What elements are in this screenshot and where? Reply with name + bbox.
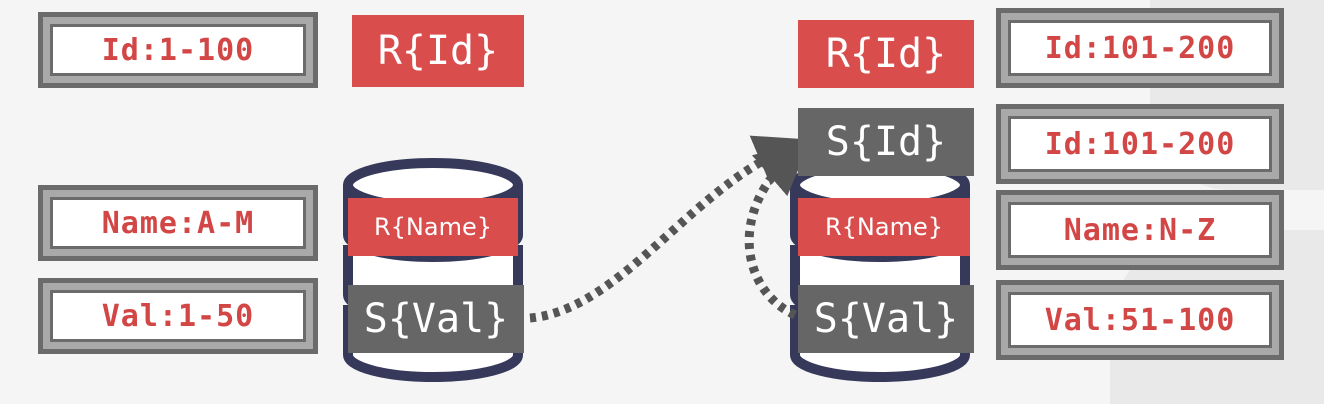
right-range-id-primary-label: Id:101-200: [1008, 20, 1272, 76]
left-range-val: Val:1-50: [38, 278, 318, 354]
right-range-val: Val:51-100: [996, 280, 1284, 360]
left-range-id: Id:1-100: [38, 12, 318, 88]
right-range-val-label: Val:51-100: [1008, 292, 1272, 348]
left-range-name-label: Name:A-M: [50, 197, 306, 249]
right-range-id-secondary: Id:101-200: [996, 104, 1284, 184]
right-replica-s-val: S{Val}: [798, 285, 974, 353]
right-range-id-secondary-label: Id:101-200: [1008, 116, 1272, 172]
right-range-id-primary: Id:101-200: [996, 8, 1284, 88]
left-range-name: Name:A-M: [38, 185, 318, 261]
left-replica-r-id: R{Id}: [352, 15, 524, 87]
migration-arrow-left-to-right: [529, 135, 810, 323]
left-range-id-label: Id:1-100: [50, 24, 306, 76]
right-replica-r-id: R{Id}: [798, 20, 974, 88]
right-range-name: Name:N-Z: [996, 190, 1284, 270]
left-range-val-label: Val:1-50: [50, 290, 306, 342]
left-replica-r-name: R{Name}: [348, 198, 518, 256]
right-replica-r-name: R{Name}: [798, 198, 970, 256]
right-replica-s-id: S{Id}: [798, 108, 974, 176]
local-conversion-arrow: [744, 140, 811, 320]
right-range-name-label: Name:N-Z: [1008, 202, 1272, 258]
left-replica-s-val: S{Val}: [348, 285, 524, 353]
